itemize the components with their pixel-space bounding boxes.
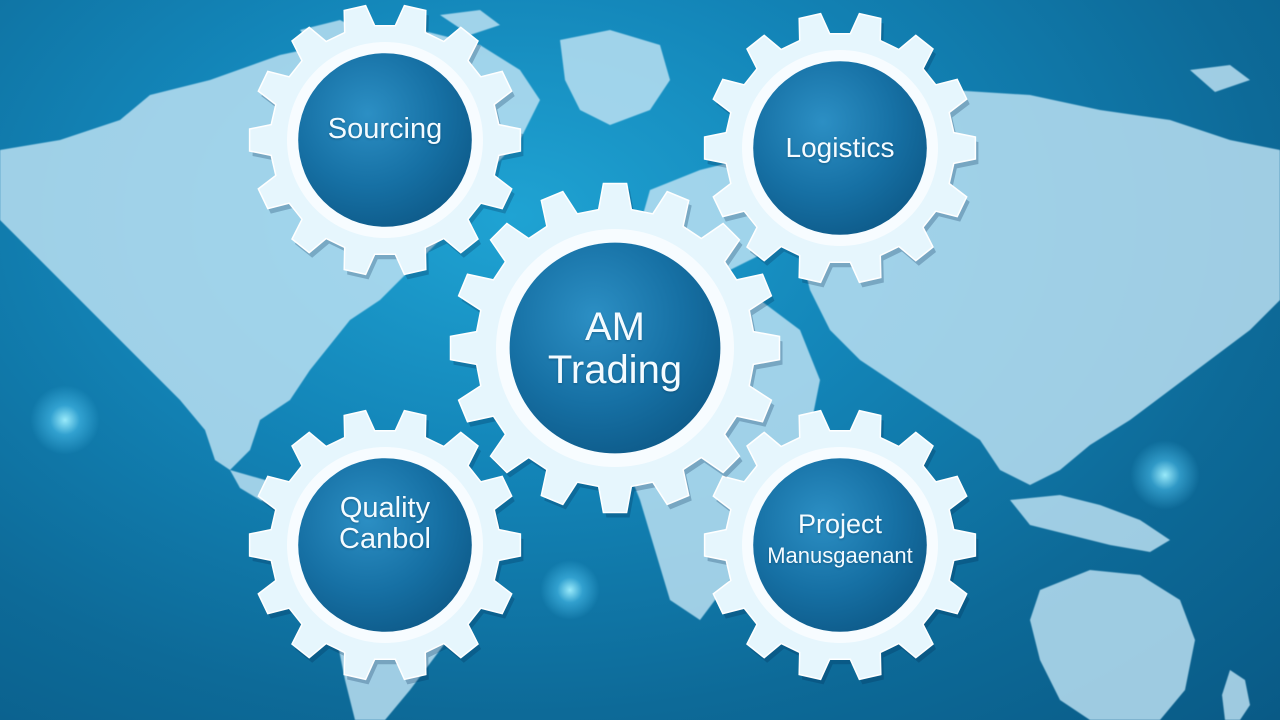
gear-hub-label: AM Trading <box>445 305 785 393</box>
island-japan <box>1118 290 1150 380</box>
gear-logistics-shape <box>703 12 979 288</box>
gear-sourcing-label: Sourcing <box>327 113 443 145</box>
gear-hub-label-line1: AM <box>585 305 645 349</box>
gear-project-management: Project Manusgaenant <box>700 405 980 685</box>
gear-hub-center <box>509 242 721 454</box>
gear-quality-label: Quality Canbol <box>245 492 525 556</box>
gear-logistics: Logistics <box>700 8 980 288</box>
gear-sourcing-center <box>298 53 472 227</box>
gear-quality-label-line1: Quality <box>339 492 431 524</box>
gear-quality: Quality Canbol <box>245 405 525 685</box>
glow-node-bottom <box>540 560 600 620</box>
gear-project-management-label: Project Manusgaenant <box>700 509 980 573</box>
gear-project-management-center <box>753 458 927 632</box>
gear-sourcing-shape <box>248 4 524 280</box>
glow-node-left <box>30 385 100 455</box>
gear-project-management-shape <box>703 409 979 685</box>
gear-project-label-line1: Project <box>797 509 883 539</box>
glow-node-right <box>1130 440 1200 510</box>
gear-sourcing: Sourcing <box>245 0 525 280</box>
island-new-zealand <box>1222 670 1250 720</box>
gear-project-label-line2: Manusgaenant <box>767 543 913 569</box>
gear-logistics-label: Logistics <box>785 132 895 163</box>
gear-quality-center <box>298 458 472 632</box>
gear-logistics-center <box>753 61 927 235</box>
islands-southeast-asia <box>1010 495 1170 552</box>
gear-hub-shape <box>449 182 783 518</box>
gear-hub: AM Trading <box>445 178 785 518</box>
continent-australia <box>1030 570 1195 720</box>
gear-quality-label-line2: Canbol <box>339 523 431 556</box>
gear-quality-shape <box>248 409 524 685</box>
gear-hub-label-line2: Trading <box>547 348 683 393</box>
continent-greenland <box>560 30 670 125</box>
